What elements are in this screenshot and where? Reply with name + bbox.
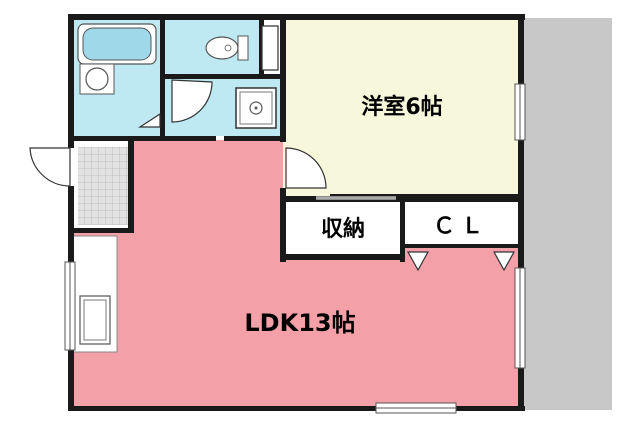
- washbasin-icon: [79, 63, 115, 95]
- ldk-floor: [70, 140, 520, 408]
- walls: [68, 14, 525, 411]
- storage-label: 収納: [321, 216, 365, 242]
- bathtub-icon: [77, 23, 157, 65]
- doors: [29, 25, 516, 272]
- entrance-tile: [78, 147, 130, 225]
- western-room-label: 洋室6帖: [361, 94, 442, 120]
- closet-floor: [404, 203, 518, 245]
- storage-floor: [287, 203, 400, 253]
- toilet-icon: [205, 35, 249, 61]
- windows: [64, 83, 526, 414]
- ldk-label: LDK13帖: [244, 309, 355, 337]
- washing-machine-icon: [235, 87, 277, 129]
- balcony: [523, 18, 612, 410]
- western-room-floor: [283, 20, 520, 196]
- sink-icon: [79, 295, 111, 345]
- closet-label: ＣＬ: [433, 214, 489, 239]
